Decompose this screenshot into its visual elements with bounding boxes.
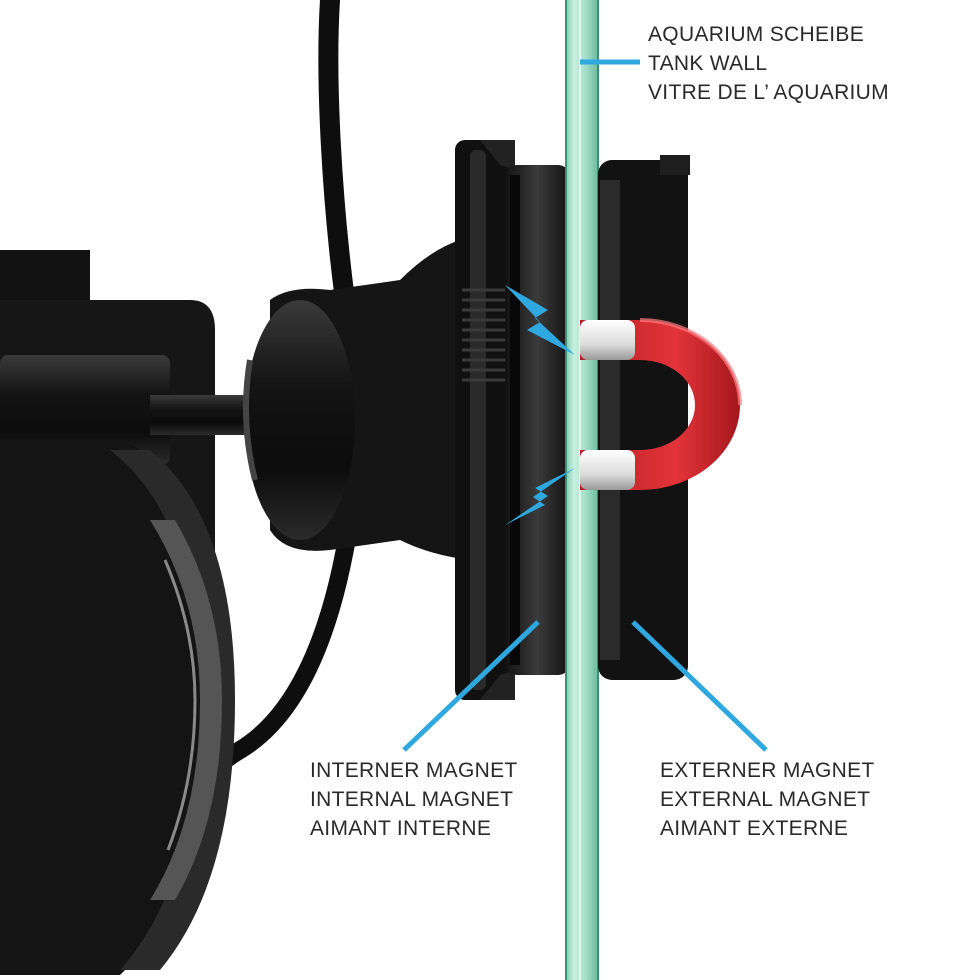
internal-magnet-label-de: INTERNER MAGNET (310, 759, 518, 782)
external-magnet-label-fr: AIMANT EXTERNE (660, 817, 849, 840)
external-magnet-disc (598, 155, 690, 680)
external-magnet-label: EXTERNER MAGNET EXTERNAL MAGNET AIMANT E… (660, 756, 875, 843)
lightning-bolt-icon (505, 468, 575, 525)
internal-magnet-label-fr: AIMANT INTERNE (310, 817, 492, 840)
lightning-bolt-icon (505, 285, 575, 355)
tank-wall-label: AQUARIUM SCHEIBE TANK WALL VITRE DE L’ A… (648, 20, 889, 107)
external-magnet-label-de: EXTERNER MAGNET (660, 759, 875, 782)
external-magnet-label-en: EXTERNAL MAGNET (660, 788, 871, 811)
internal-magnet-hub (243, 140, 570, 700)
tank-wall-label-de: AQUARIUM SCHEIBE (648, 23, 864, 46)
external-magnet-leader-line (631, 620, 768, 752)
pump-body (0, 250, 270, 975)
grip-ribs (462, 288, 510, 382)
internal-magnet-label-en: INTERNAL MAGNET (310, 788, 514, 811)
power-cable-top (318, 0, 355, 310)
tank-wall-label-en: TANK WALL (648, 52, 768, 75)
internal-magnet-leader-line (402, 620, 540, 752)
internal-magnet-label: INTERNER MAGNET INTERNAL MAGNET AIMANT I… (310, 756, 518, 843)
tank-wall-label-fr: VITRE DE L’ AQUARIUM (648, 81, 889, 104)
horseshoe-magnet-icon (580, 318, 742, 490)
